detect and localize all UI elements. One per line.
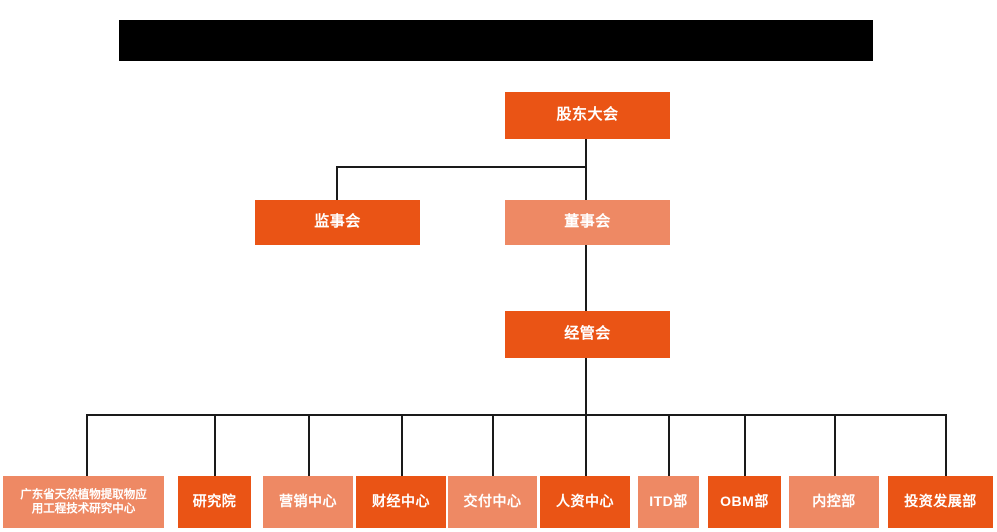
org-node-label: 广东省天然植物提取物应 用工程技术研究中心: [20, 488, 147, 515]
connector-to-dept-08: [744, 414, 746, 476]
org-node-label: OBM部: [720, 493, 769, 510]
connector-to-dept-06: [585, 414, 587, 476]
connector-to-dept-09: [834, 414, 836, 476]
org-node-label: 经管会: [564, 325, 611, 343]
org-node-management[interactable]: 经管会: [505, 311, 670, 358]
org-node-label: 人资中心: [556, 493, 614, 510]
org-node-label: 营销中心: [279, 493, 337, 510]
org-node-shareholders[interactable]: 股东大会: [505, 92, 670, 139]
org-node-label: 内控部: [812, 493, 856, 510]
org-node-supervisors[interactable]: 监事会: [255, 200, 420, 245]
org-node-label: 交付中心: [463, 493, 522, 510]
org-node-label: 研究院: [192, 493, 237, 510]
connector-to-dept-01: [86, 414, 88, 476]
connector-to-supervisors: [336, 166, 338, 200]
org-node-label: 股东大会: [556, 106, 619, 124]
connector-to-dept-05: [492, 414, 494, 476]
connector-to-dept-04: [401, 414, 403, 476]
org-node-dept-finance-center[interactable]: 财经中心: [356, 476, 446, 528]
connector-to-dept-03: [308, 414, 310, 476]
org-node-label: 投资发展部: [904, 493, 977, 510]
org-node-dept-obm[interactable]: OBM部: [708, 476, 781, 528]
org-node-dept-hr-center[interactable]: 人资中心: [540, 476, 630, 528]
org-node-dept-internal-control[interactable]: 内控部: [789, 476, 879, 528]
org-node-dept-guangdong-research-center[interactable]: 广东省天然植物提取物应 用工程技术研究中心: [3, 476, 164, 528]
connector-directors-to-management: [585, 243, 587, 311]
connector-to-directors: [585, 166, 587, 200]
org-node-dept-delivery-center[interactable]: 交付中心: [448, 476, 537, 528]
connector-management-down: [585, 358, 587, 415]
connector-to-dept-10: [945, 414, 947, 476]
org-node-label: 财经中心: [372, 493, 430, 510]
org-node-directors[interactable]: 董事会: [505, 200, 670, 245]
org-node-dept-marketing-center[interactable]: 营销中心: [263, 476, 353, 528]
org-node-dept-investment-development[interactable]: 投资发展部: [888, 476, 993, 528]
org-node-label: ITD部: [649, 493, 688, 510]
org-node-dept-research-institute[interactable]: 研究院: [178, 476, 251, 528]
org-node-label: 监事会: [314, 213, 361, 231]
org-node-label: 董事会: [564, 213, 611, 231]
connector-shareholders-down: [585, 139, 587, 167]
connector-bus-departments: [86, 414, 946, 416]
redacted-title-banner: [119, 20, 873, 61]
connector-to-dept-02: [214, 414, 216, 476]
connector-bus-level2: [336, 166, 586, 168]
connector-to-dept-07: [668, 414, 670, 476]
org-node-dept-itd[interactable]: ITD部: [638, 476, 699, 528]
